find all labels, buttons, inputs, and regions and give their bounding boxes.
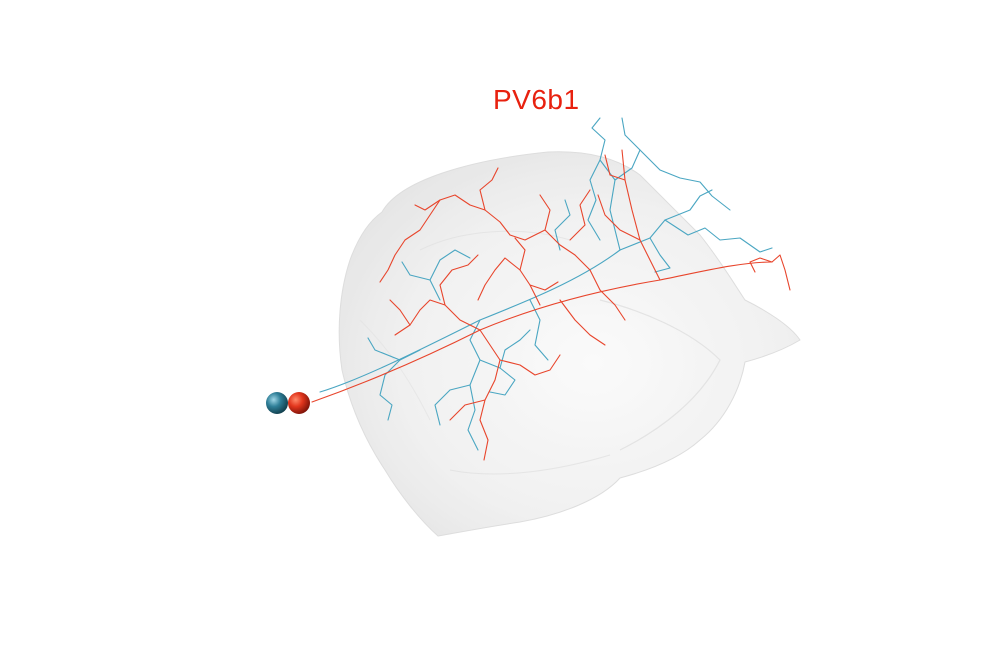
neuron-arbor-blue bbox=[319, 117, 773, 451]
red-soma-sphere bbox=[288, 392, 310, 414]
brain-region-mesh bbox=[338, 151, 801, 537]
neuron-arbor-red bbox=[311, 149, 791, 461]
neuron-type-label: PV6b1 bbox=[493, 84, 580, 115]
blue-soma-sphere bbox=[266, 392, 288, 414]
